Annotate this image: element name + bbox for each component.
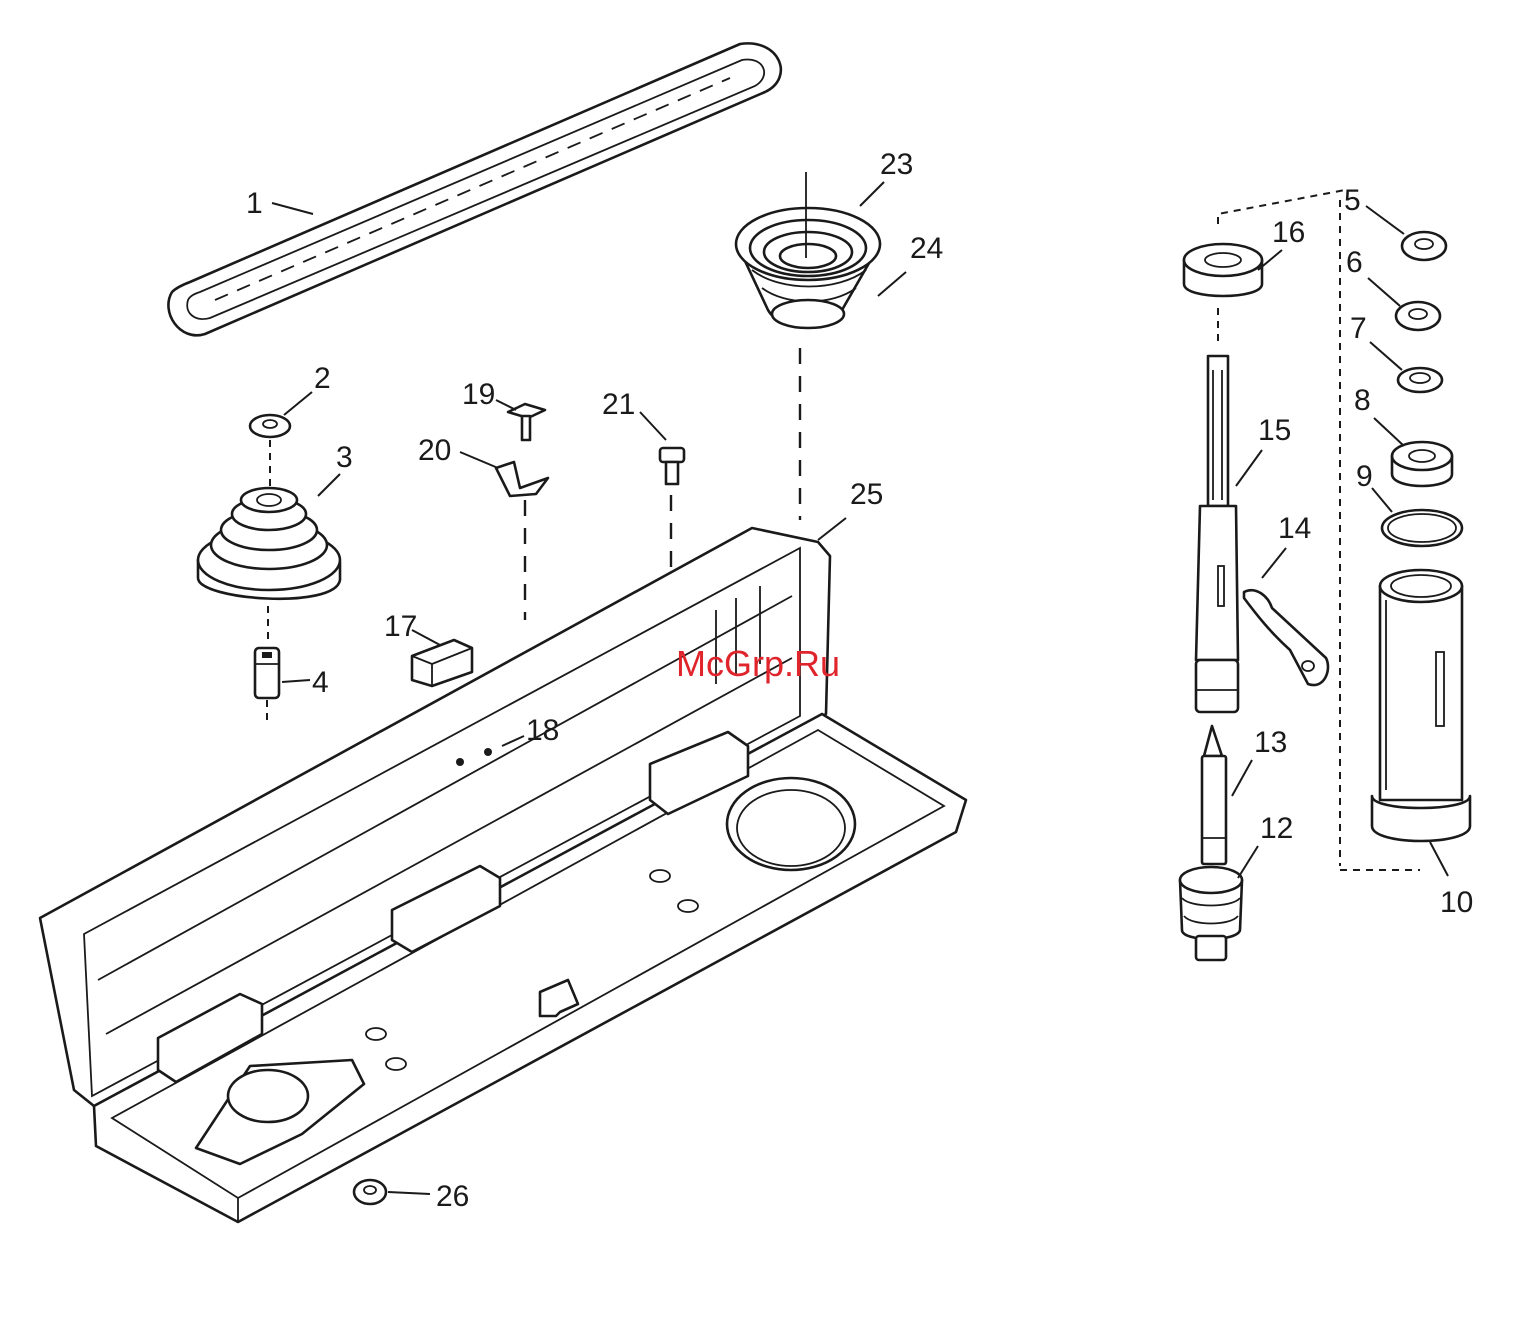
part-25-belt-guard bbox=[40, 528, 966, 1222]
callout-17: 17 bbox=[384, 610, 417, 643]
watermark: McGrp.Ru bbox=[676, 643, 840, 684]
part-26-nut bbox=[354, 1180, 386, 1204]
part-16-bearing bbox=[1184, 244, 1262, 296]
callout-12: 12 bbox=[1260, 812, 1293, 845]
callout-13: 13 bbox=[1254, 726, 1287, 759]
callout-14: 14 bbox=[1278, 512, 1311, 545]
part-20-bracket bbox=[496, 462, 548, 496]
callout-10: 10 bbox=[1440, 886, 1473, 919]
part-9-retaining-ring bbox=[1382, 510, 1462, 546]
part-23-spindle-pulley bbox=[736, 172, 880, 328]
part-2-nut bbox=[250, 415, 290, 437]
callout-9: 9 bbox=[1356, 460, 1373, 493]
callout-3: 3 bbox=[336, 441, 353, 474]
callout-6: 6 bbox=[1346, 246, 1363, 279]
callout-15: 15 bbox=[1258, 414, 1291, 447]
part-5-lock-nut bbox=[1402, 232, 1446, 260]
part-21-bolt bbox=[660, 448, 684, 484]
callout-20: 20 bbox=[418, 434, 451, 467]
part-6-nut bbox=[1396, 302, 1440, 330]
callout-25: 25 bbox=[850, 478, 883, 511]
part-3-motor-pulley bbox=[198, 488, 340, 599]
part-14-drift-key bbox=[1244, 590, 1328, 685]
callout-2: 2 bbox=[314, 362, 331, 395]
callout-24: 24 bbox=[910, 232, 943, 265]
callout-19: 19 bbox=[462, 378, 495, 411]
part-8-bearing bbox=[1392, 442, 1452, 486]
part-10-quill bbox=[1372, 570, 1470, 841]
callout-26: 26 bbox=[436, 1180, 469, 1213]
callout-5: 5 bbox=[1344, 184, 1361, 217]
part-7-washer bbox=[1398, 368, 1442, 392]
callout-16: 16 bbox=[1272, 216, 1305, 249]
part-17-block bbox=[412, 640, 472, 686]
part-15-spindle bbox=[1196, 356, 1238, 712]
callout-21: 21 bbox=[602, 388, 635, 421]
part-13-arbor bbox=[1202, 726, 1226, 864]
callout-4: 4 bbox=[312, 666, 329, 699]
callout-7: 7 bbox=[1350, 312, 1367, 345]
callout-23: 23 bbox=[880, 148, 913, 181]
part-4-shaft bbox=[255, 648, 279, 698]
callout-8: 8 bbox=[1354, 384, 1371, 417]
part-12-chuck bbox=[1180, 867, 1242, 960]
callout-1: 1 bbox=[246, 187, 263, 220]
callout-18: 18 bbox=[526, 714, 559, 747]
